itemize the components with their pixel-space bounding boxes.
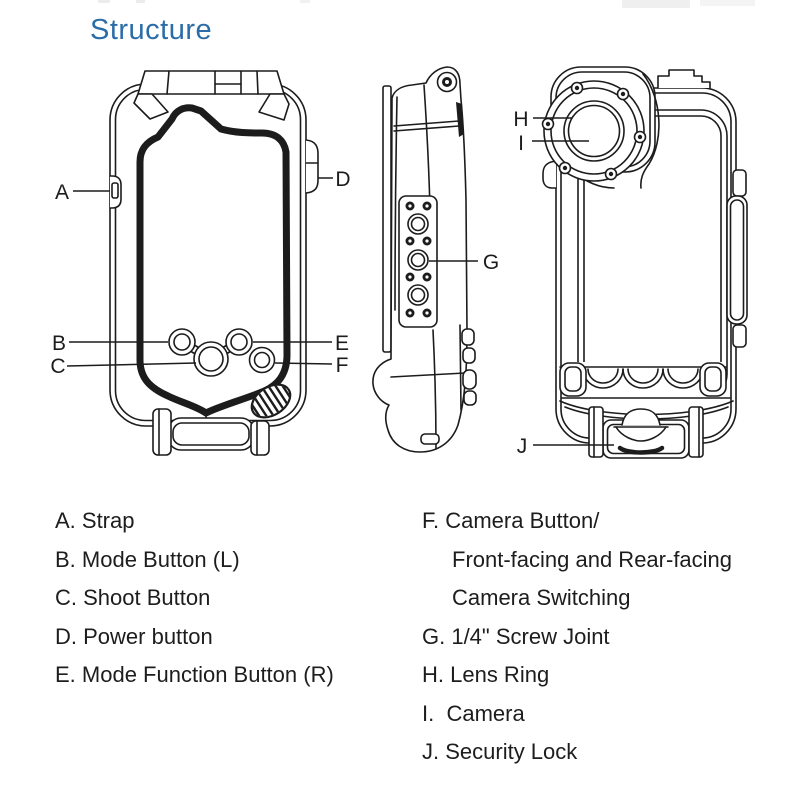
mode-function-button-right bbox=[225, 328, 253, 356]
legend-item-i: I. Camera bbox=[422, 700, 525, 726]
legend-item-b: B. Mode Button (L) bbox=[55, 546, 240, 572]
front-view bbox=[109, 70, 319, 456]
diagram-label-f: F bbox=[336, 354, 349, 377]
legend-left-column: A. Strap B. Mode Button (L) C. Shoot But… bbox=[55, 502, 334, 695]
cropped-text-remnant bbox=[98, 0, 110, 3]
mode-button-left bbox=[168, 328, 196, 356]
lock-lever bbox=[726, 169, 748, 348]
callout-labels: A B C D E F G H I J bbox=[50, 108, 528, 458]
page-title: Structure bbox=[90, 14, 213, 46]
leader-line-f bbox=[274, 362, 333, 365]
cropped-text-remnant bbox=[136, 0, 145, 3]
legend-right-column: F. Camera Button/ Front-facing and Rear-… bbox=[422, 502, 732, 772]
legend-item-a: A. Strap bbox=[55, 508, 135, 533]
camera-window bbox=[563, 100, 625, 162]
leader-lines bbox=[66, 117, 614, 446]
security-lock bbox=[588, 406, 704, 459]
lens-screws bbox=[541, 81, 647, 181]
diagram-label-a: A bbox=[55, 181, 69, 204]
diagram-label-i: I bbox=[518, 132, 524, 155]
legend-item-g: G. 1/4" Screw Joint bbox=[422, 623, 610, 649]
legend-item-h: H. Lens Ring bbox=[422, 662, 550, 687]
cropped-text-remnant bbox=[622, 0, 690, 8]
camera-button bbox=[248, 346, 276, 374]
strap-hole bbox=[436, 71, 458, 93]
lens-ring bbox=[541, 80, 647, 182]
side-view bbox=[372, 66, 477, 453]
power-button-bump bbox=[305, 139, 319, 194]
strap-tab bbox=[109, 175, 122, 209]
leader-line-c bbox=[66, 362, 197, 367]
diagram-label-g: G bbox=[483, 251, 499, 274]
quarter-inch-screw-joint bbox=[407, 249, 429, 271]
diagram-label-b: B bbox=[52, 332, 66, 355]
diagram-label-e: E bbox=[335, 332, 349, 355]
hinge-tab bbox=[542, 160, 557, 189]
legend-item-f-line3: Camera Switching bbox=[452, 585, 631, 610]
diagram-label-h: H bbox=[513, 108, 528, 131]
legend-item-e: E. Mode Function Button (R) bbox=[55, 662, 334, 687]
side-buttons bbox=[459, 324, 477, 411]
legend-item-f-line2: Front-facing and Rear-facing bbox=[452, 546, 733, 572]
bottom-mount bbox=[152, 408, 270, 456]
legend-item-c: C. Shoot Button bbox=[55, 585, 211, 610]
gasket-seal bbox=[136, 104, 291, 417]
legend-item-f: F. Camera Button/ bbox=[422, 508, 600, 533]
legend-item-d: D. Power button bbox=[55, 623, 213, 649]
cropped-text-remnant bbox=[700, 0, 755, 6]
top-latch bbox=[133, 70, 290, 121]
structure-diagram: A B C D E F G H I J bbox=[50, 66, 748, 459]
legend-item-j: J. Security Lock bbox=[422, 739, 578, 764]
cropped-text-remnant bbox=[300, 0, 310, 3]
diagram-label-j: J bbox=[517, 435, 528, 458]
diagram-label-c: C bbox=[50, 355, 65, 378]
diagram-label-d: D bbox=[335, 168, 350, 191]
shoot-button bbox=[193, 341, 229, 377]
back-view bbox=[541, 66, 748, 459]
speaker-grille bbox=[247, 379, 295, 423]
